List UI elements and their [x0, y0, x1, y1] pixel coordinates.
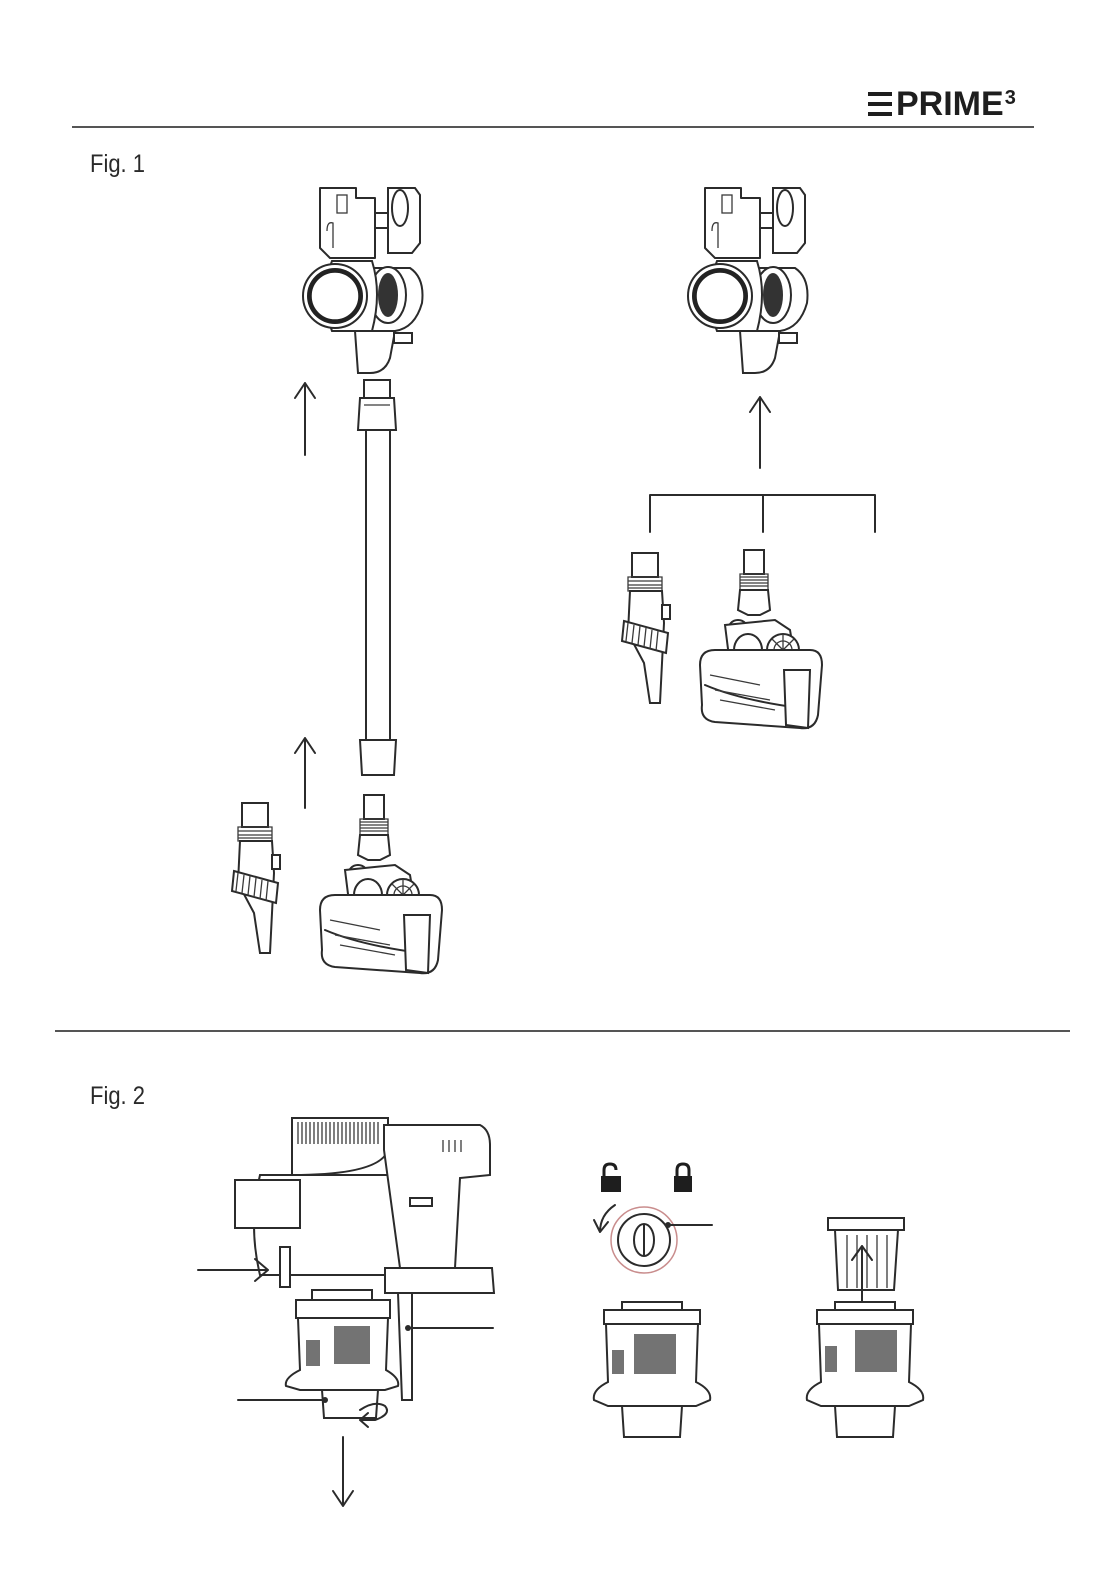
lock-icon: [674, 1164, 692, 1192]
fig1-bracket: [650, 495, 875, 532]
fig1-crevice-tool-left: [232, 803, 280, 953]
fig1-vacuum-body-left: [303, 188, 423, 373]
fig1-up-arrow-right: [750, 397, 770, 468]
fig2-vacuum-side-view: [235, 1118, 494, 1418]
fig1-vacuum-body-right: [688, 188, 808, 373]
fig1-floor-brush-right: [700, 550, 822, 728]
fig1-crevice-tool-right: [622, 553, 670, 703]
fig1-up-arrow-top: [295, 383, 315, 455]
fig2-down-arrow: [333, 1437, 353, 1506]
fig1-extension-tube: [358, 380, 396, 775]
fig2-callout-line-right: [405, 1325, 493, 1331]
fig2-callout-line-left: [238, 1397, 328, 1403]
fig1-floor-brush-left: [320, 795, 442, 973]
fig1-up-arrow-bottom: [295, 738, 315, 808]
unlock-icon: [601, 1164, 621, 1192]
fig2-dustbin-right: [807, 1302, 923, 1437]
fig2-dustbin-middle: [594, 1302, 710, 1437]
fig2-release-arrow: [198, 1259, 268, 1281]
fig2-vent-grille: [298, 1122, 378, 1144]
fig2-lock-dial: [594, 1205, 712, 1273]
